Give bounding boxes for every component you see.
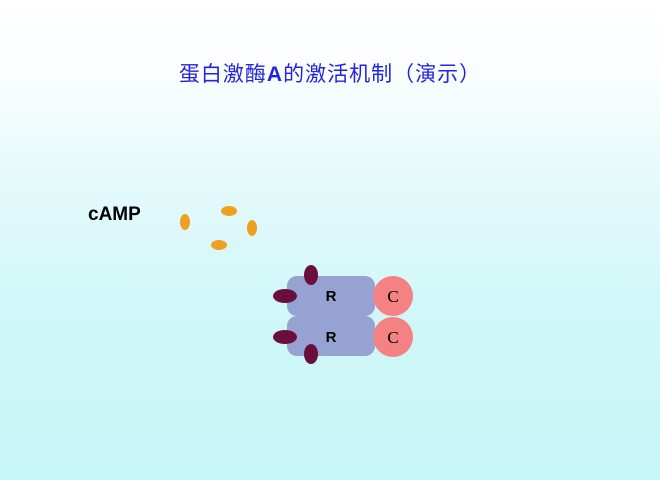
camp-molecule-2 — [180, 214, 190, 230]
regulatory-label-1: R — [326, 288, 337, 305]
binding-site-1 — [304, 265, 318, 285]
regulatory-subunit-1 — [287, 276, 375, 316]
catalytic-label-2: C — [387, 328, 398, 347]
regulatory-label-2: R — [326, 329, 337, 346]
binding-site-2 — [273, 289, 297, 303]
camp-molecule-3 — [247, 220, 257, 236]
camp-molecule-4 — [211, 240, 227, 250]
title-text-part1: 蛋白激酶 — [178, 62, 267, 86]
camp-molecule-1 — [221, 206, 237, 216]
catalytic-subunit-2 — [373, 317, 413, 357]
catalytic-subunit-1 — [373, 276, 413, 316]
binding-site-3 — [273, 330, 297, 344]
title-text-part2: 的激活机制（演示） — [283, 62, 482, 86]
catalytic-label-1: C — [387, 287, 398, 306]
slide-title: 蛋白激酶A的激活机制（演示） — [0, 58, 660, 88]
title-letter: A — [266, 63, 284, 86]
camp-label: cAMP — [88, 204, 141, 225]
binding-site-4 — [304, 344, 318, 364]
